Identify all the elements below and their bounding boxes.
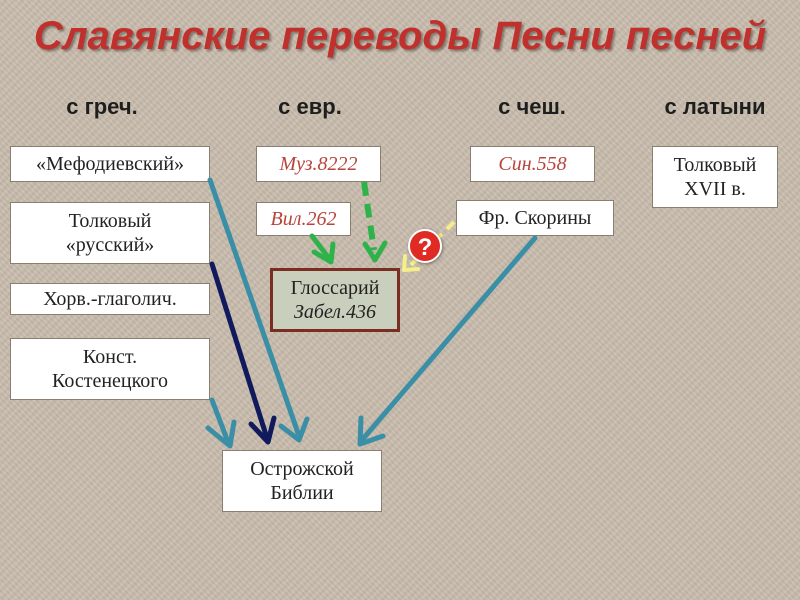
node-muz-8222-label: Муз.8222: [279, 153, 358, 175]
node-konstantin-line2: Костенецкого: [51, 370, 169, 392]
node-croatian-glagolitic: Хорв.-глаголич.: [10, 283, 210, 315]
arrow-tolkovy-russian-to-ostrog: [209, 261, 269, 438]
arrowhead-muz: [362, 240, 388, 263]
node-methodian-label: «Мефодиевский»: [35, 153, 185, 175]
arrow-muz-to-glossary: [361, 181, 377, 251]
node-muz-8222: Муз.8222: [256, 146, 381, 182]
arrowhead-methodian: [278, 416, 310, 443]
node-methodian: «Мефодиевский»: [10, 146, 210, 182]
column-heading-greek: с греч.: [66, 94, 138, 119]
arrow-methodian-to-ostrog: [207, 177, 301, 436]
node-croatian-glagolitic-label: Хорв.-глаголич.: [43, 288, 177, 310]
arrowhead-konstantin: [205, 419, 237, 449]
node-glossary-line2: Забел.436: [293, 301, 377, 323]
node-tolkovy-17c-line1: Толковый: [673, 154, 757, 176]
node-ostrog-bible: Острожской Библии: [222, 450, 382, 512]
column-heading-hebrew: с евр.: [278, 94, 342, 119]
node-glossary: Глоссарий Забел.436: [270, 268, 400, 332]
arrowhead-skorina: [357, 415, 386, 447]
node-tolkovy-17c: Толковый XVII в.: [652, 146, 778, 208]
node-skorina-label: Фр. Скорины: [478, 207, 592, 229]
node-tolkovy-russian-line2: «русский»: [65, 234, 155, 256]
node-vil-262-label: Вил.262: [270, 208, 337, 230]
node-tolkovy-17c-line2: XVII в.: [684, 178, 746, 200]
column-heading-latin: с латыни: [664, 94, 766, 119]
node-tolkovy-russian-line1: Толковый: [68, 210, 152, 232]
node-sin-558-label: Син.558: [498, 153, 567, 175]
node-ostrog-bible-line2: Библии: [270, 482, 334, 504]
arrow-konstantin-to-ostrog: [209, 397, 231, 445]
arrowhead-skorina-glossary: [402, 254, 420, 272]
arrowhead-tolkovy-russian: [248, 415, 277, 445]
arrow-vil-to-glossary: [309, 233, 331, 260]
column-heading-czech: с чеш.: [498, 94, 566, 119]
node-skorina: Фр. Скорины: [456, 200, 614, 236]
node-konstantin-line1: Конст.: [82, 346, 138, 368]
node-konstantin-kostenecky: Конст. Костенецкого: [10, 338, 210, 400]
node-glossary-line1: Глоссарий: [290, 277, 380, 299]
node-ostrog-bible-line1: Острожской: [250, 458, 354, 480]
question-mark-badge: ?: [408, 229, 442, 263]
node-sin-558: Син.558: [470, 146, 595, 182]
arrowhead-vil: [311, 241, 336, 265]
node-vil-262: Вил.262: [256, 202, 351, 236]
arrow-skorina-to-ostrog: [359, 235, 538, 443]
node-tolkovy-russian: Толковый «русский»: [10, 202, 210, 264]
page-title: Славянские переводы Песни песней: [33, 14, 767, 58]
